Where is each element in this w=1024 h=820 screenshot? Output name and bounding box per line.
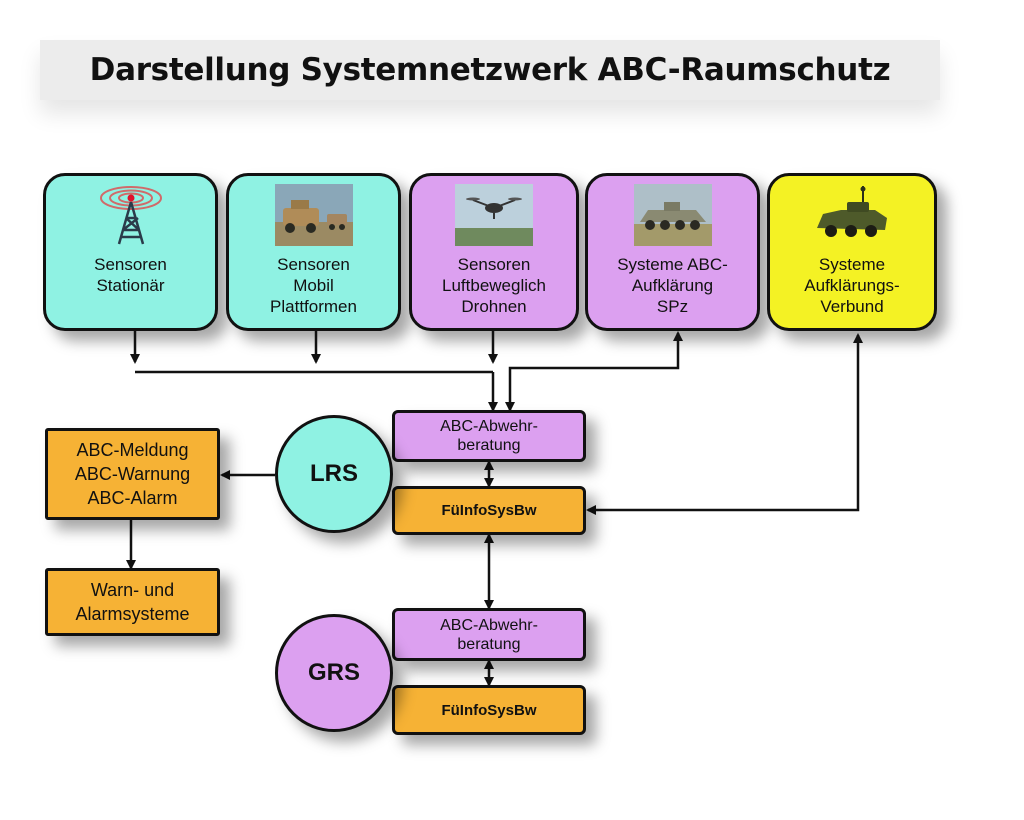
- message-line: ABC-Warnung: [74, 464, 191, 484]
- sensor-label-line: Sensoren: [277, 255, 350, 274]
- title-bar: Darstellung Systemnetzwerk ABC-Raumschut…: [40, 40, 940, 100]
- lrs-fueinfosysbw-box: FüInfoSysBw: [392, 486, 586, 535]
- sensor-label-line: Sensoren: [94, 255, 167, 274]
- sensor-box-verbund: Systeme Aufklärungs- Verbund: [767, 173, 937, 331]
- lrs-circle: LRS: [275, 415, 393, 533]
- warn-line: Warn- und: [90, 580, 175, 600]
- sensor-label-line: Plattformen: [270, 297, 357, 316]
- sensor-label-line: Mobil: [293, 276, 334, 295]
- recon-tank-photo: [633, 184, 712, 246]
- diagram-title: Darstellung Systemnetzwerk ABC-Raumschut…: [89, 52, 891, 88]
- warn-alarm-systems-box: Warn- und Alarmsysteme: [45, 568, 220, 636]
- sensor-label-line: Aufklärung: [631, 276, 714, 295]
- lrs-label: LRS: [310, 460, 358, 487]
- drone-photo: [455, 184, 533, 246]
- warn-line: Alarmsysteme: [75, 604, 190, 624]
- sensor-label-line: Verbund: [820, 297, 884, 316]
- message-line: ABC-Meldung: [76, 440, 189, 460]
- lrs-abwehrberatung-box: ABC-Abwehr- beratung: [392, 410, 586, 462]
- message-line: ABC-Alarm: [87, 488, 178, 508]
- fuel-label: FüInfoSysBw: [441, 701, 537, 719]
- sensor-label-line: Drohnen: [461, 297, 527, 316]
- armored-vehicle-photo: [274, 184, 353, 246]
- abwehr-label-line: beratung: [457, 437, 521, 454]
- sensor-label-line: Luftbeweglich: [442, 276, 546, 295]
- abwehr-label-line: ABC-Abwehr-: [440, 418, 538, 435]
- sensor-label-line: Systeme: [818, 255, 886, 274]
- sensor-label-line: Sensoren: [457, 255, 531, 274]
- sensor-label-line: SPz: [656, 297, 689, 316]
- sensor-box-drohnen: Sensoren Luftbeweglich Drohnen: [409, 173, 579, 331]
- sensor-label-line: Systeme ABC-: [617, 255, 728, 274]
- grs-fueinfosysbw-box: FüInfoSysBw: [392, 685, 586, 735]
- sensor-box-spz: Systeme ABC- Aufklärung SPz: [585, 173, 760, 331]
- grs-abwehrberatung-box: ABC-Abwehr- beratung: [392, 608, 586, 661]
- fuel-label: FüInfoSysBw: [441, 502, 537, 519]
- abwehr-label-line: beratung: [457, 635, 521, 653]
- sensor-label-line: Aufklärungs-: [804, 276, 900, 295]
- grs-label: GRS: [307, 659, 360, 686]
- recon-vehicle-icon: [817, 186, 887, 237]
- sensor-box-stationaer: Sensoren Stationär: [43, 173, 218, 331]
- radio-tower-icon: [99, 186, 162, 245]
- arrow-verbund-fuel: [586, 333, 863, 515]
- arrow-spz-abwehr: [505, 331, 683, 412]
- sensor-label-line: Stationär: [96, 276, 165, 295]
- grs-circle: GRS: [275, 614, 393, 732]
- abwehr-label-line: ABC-Abwehr-: [440, 616, 538, 634]
- sensor-box-mobil: Sensoren Mobil Plattformen: [226, 173, 401, 331]
- abc-messages-box: ABC-Meldung ABC-Warnung ABC-Alarm: [45, 428, 220, 520]
